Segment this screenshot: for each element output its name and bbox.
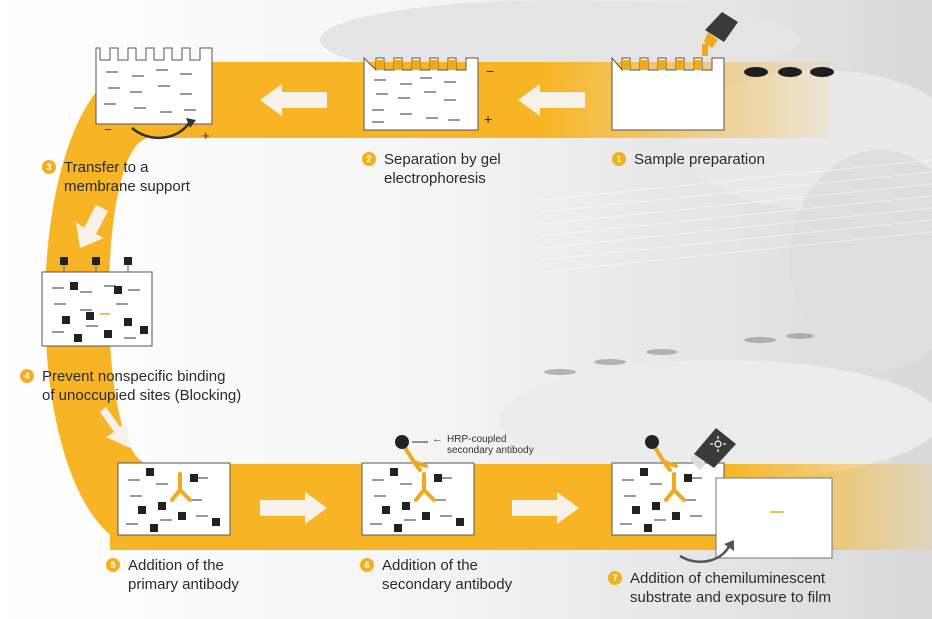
gel-transfer <box>95 47 213 140</box>
step-label: Addition of chemiluminescent substrate a… <box>630 570 831 606</box>
substrate-bottle-icon <box>690 428 736 470</box>
pipette-icon <box>702 12 738 56</box>
flow-arrow-4-5 <box>100 407 130 448</box>
step-number-badge: 5 <box>106 558 120 572</box>
gel-sample-prep <box>611 12 834 131</box>
step-label: Transfer to a membrane support <box>64 159 190 195</box>
film-sheet <box>715 477 833 559</box>
step-number-badge: 3 <box>42 160 56 174</box>
step-label: Separation by gel electrophoresis <box>384 151 501 187</box>
step-number-badge: 2 <box>362 152 376 166</box>
flow-arrow-1-2 <box>518 84 585 116</box>
membrane-chemiluminescence <box>611 428 833 564</box>
step-7-caption: 7 Addition of chemiluminescent substrate… <box>608 569 831 607</box>
hrp-annotation: ← HRP-coupled secondary antibody <box>432 433 534 457</box>
step-number-badge: 6 <box>360 558 374 572</box>
hrp-annotation-text: HRP-coupled secondary antibody <box>447 434 534 456</box>
step-label: Sample preparation <box>634 151 765 168</box>
transfer-plus: + <box>202 128 210 143</box>
membrane-secondary-antibody <box>361 435 475 536</box>
left-arrow-icon: ← <box>432 433 443 445</box>
secondary-antibody-icon <box>402 444 428 472</box>
step-number-badge: 4 <box>20 369 34 383</box>
gel-electrophoresis <box>363 56 479 131</box>
step-2-caption: 2 Separation by gel electrophoresis <box>362 150 501 188</box>
primary-antibody-icon <box>170 472 192 502</box>
electrode-minus: − <box>486 63 494 79</box>
membrane-blocking <box>41 257 153 347</box>
step-1-caption: 1 Sample preparation <box>612 150 765 169</box>
membrane-primary-antibody <box>117 462 231 536</box>
hrp-enzyme-icon <box>395 435 409 449</box>
step-label: Addition of the secondary antibody <box>382 557 513 593</box>
electrode-plus: + <box>484 111 492 127</box>
step-number-badge: 7 <box>608 571 622 585</box>
flow-arrow-5-6 <box>260 492 327 524</box>
flow-arrow-6-7 <box>512 492 579 524</box>
transfer-minus: − <box>104 122 112 137</box>
step-6-caption: 6 Addition of the secondary antibody <box>360 556 512 594</box>
step-label: Addition of the primary antibody <box>128 557 239 593</box>
flow-arrow-2-3 <box>260 84 327 116</box>
flow-arrow-3-4 <box>76 205 108 248</box>
step-label: Prevent nonspecific binding of unoccupie… <box>42 368 242 404</box>
step-4-caption: 4 Prevent nonspecific binding of unoccup… <box>20 367 241 405</box>
step-number-badge: 1 <box>612 152 626 166</box>
step-3-caption: 3 Transfer to a membrane support <box>42 158 190 196</box>
step-5-caption: 5 Addition of the primary antibody <box>106 556 239 594</box>
